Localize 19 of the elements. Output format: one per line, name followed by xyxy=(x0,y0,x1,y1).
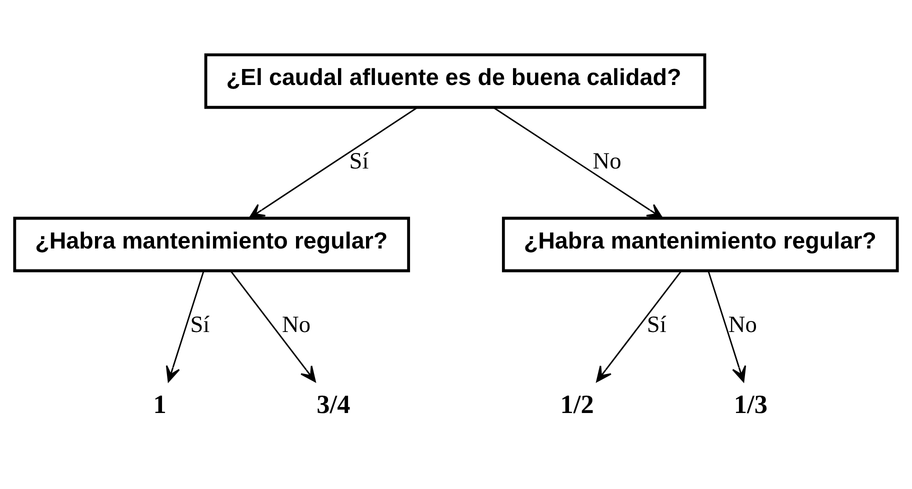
edge-label: Sí xyxy=(646,312,666,338)
node-text: 1 xyxy=(153,390,166,419)
edge-label: No xyxy=(728,312,757,338)
arrow xyxy=(166,270,204,382)
node-box: ¿Habra mantenimiento regular? xyxy=(502,216,899,272)
arrow xyxy=(248,107,418,219)
arrow xyxy=(708,270,746,382)
edge-label: No xyxy=(282,312,310,338)
node-box: ¿Habra mantenimiento regular? xyxy=(13,216,410,272)
edge-label: Sí xyxy=(190,312,210,338)
edge-label: Sí xyxy=(349,148,369,174)
node-text: 3/4 xyxy=(316,390,350,419)
node-text: 1/2 xyxy=(560,390,594,419)
arrow xyxy=(596,270,682,382)
node-text: 1/3 xyxy=(734,390,768,419)
arrow xyxy=(230,270,316,382)
edge-label: No xyxy=(592,148,622,174)
node-box: ¿El caudal afluente es de buena calidad? xyxy=(204,53,706,109)
arrow xyxy=(493,107,664,219)
